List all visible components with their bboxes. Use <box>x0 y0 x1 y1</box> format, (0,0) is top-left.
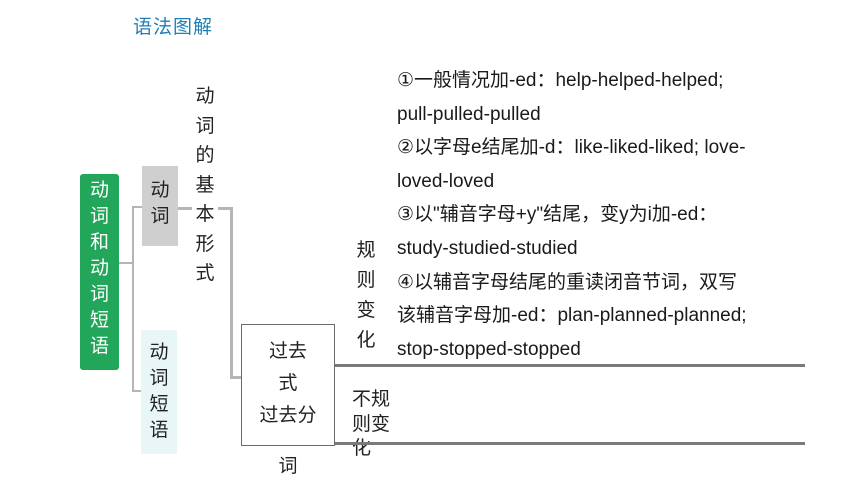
basic-forms-node: 动 词 的 基 本 形 式 <box>192 82 218 289</box>
phrase-connector-h <box>133 390 142 392</box>
forms-connector-v <box>230 207 233 379</box>
verb-node: 动 词 <box>142 166 178 246</box>
past-line: 过去 <box>268 341 307 362</box>
forms-char: 基 <box>195 174 215 196</box>
root-connector-v <box>132 206 134 392</box>
rule-line: 该辅音字母加-ed：plan-planned-planned; <box>397 305 747 327</box>
irregular-line: 不规 <box>352 389 391 410</box>
root-char: 短 <box>89 310 109 331</box>
root-char: 和 <box>89 232 109 253</box>
past-line: 式 <box>278 373 298 394</box>
root-char: 动 <box>89 180 109 201</box>
regular-branch-line <box>335 364 805 367</box>
forms-char: 动 <box>195 86 215 107</box>
past-forms-node <box>241 324 335 446</box>
root-connector-h <box>119 262 133 264</box>
irregular-line: 则变 <box>352 413 391 435</box>
regular-rules-list: ①一般情况加-ed：help-helped-helped; pull-pulle… <box>397 64 817 366</box>
rule-line: stop-stopped-stopped <box>397 338 581 360</box>
past-forms-label: 过去 式 过去分 <box>241 336 335 432</box>
regular-char: 变 <box>356 300 376 321</box>
verb-char: 动 <box>150 180 170 201</box>
phrase-char: 语 <box>149 420 169 441</box>
rule-line: pull-pulled-pulled <box>397 103 541 125</box>
rule-line: ④以辅音字母结尾的重读闭音节词，双写 <box>397 271 738 293</box>
rule-line: study-studied-studied <box>397 237 578 259</box>
past-connector-h <box>230 376 242 379</box>
past-participle-continuation: 词 <box>278 456 298 477</box>
forms-connector-h <box>218 207 232 210</box>
rule-line: ③以"辅音字母+y"结尾，变y为i加-ed： <box>397 204 718 226</box>
forms-char: 的 <box>195 145 215 166</box>
verb-char: 词 <box>150 206 170 227</box>
forms-char: 形 <box>195 233 215 255</box>
phrase-char: 词 <box>149 368 169 389</box>
regular-char: 规 <box>356 240 376 261</box>
rule-line: ①一般情况加-ed：help-helped-helped; <box>397 70 724 91</box>
forms-char: 本 <box>195 204 215 225</box>
root-node-verbs-and-phrases: 动 词 和 动 词 短 语 <box>80 174 119 370</box>
regular-char: 化 <box>356 330 376 351</box>
irregular-changes-label: 不规 则变 化 <box>352 388 402 462</box>
irregular-line: 化 <box>352 438 372 459</box>
verb-phrase-node: 动 词 短 语 <box>141 330 177 454</box>
regular-changes-label: 规 则 变 化 <box>353 236 379 356</box>
phrase-char: 短 <box>149 394 169 415</box>
rule-line: ②以字母e结尾加-d：like-liked-liked; love- <box>397 137 746 159</box>
root-char: 词 <box>89 206 109 227</box>
forms-char: 式 <box>195 263 215 284</box>
basic-connector-h <box>178 207 192 210</box>
root-char: 词 <box>89 284 109 305</box>
page-title: 语法图解 <box>133 17 214 38</box>
root-char: 动 <box>89 258 109 279</box>
forms-char: 词 <box>195 115 215 137</box>
past-line: 过去分 <box>259 405 317 426</box>
verb-connector-h <box>133 206 143 208</box>
rule-line: loved-loved <box>397 170 495 192</box>
irregular-branch-line <box>335 442 805 445</box>
root-char: 语 <box>89 336 109 357</box>
regular-char: 则 <box>356 270 376 291</box>
phrase-char: 动 <box>149 342 169 363</box>
